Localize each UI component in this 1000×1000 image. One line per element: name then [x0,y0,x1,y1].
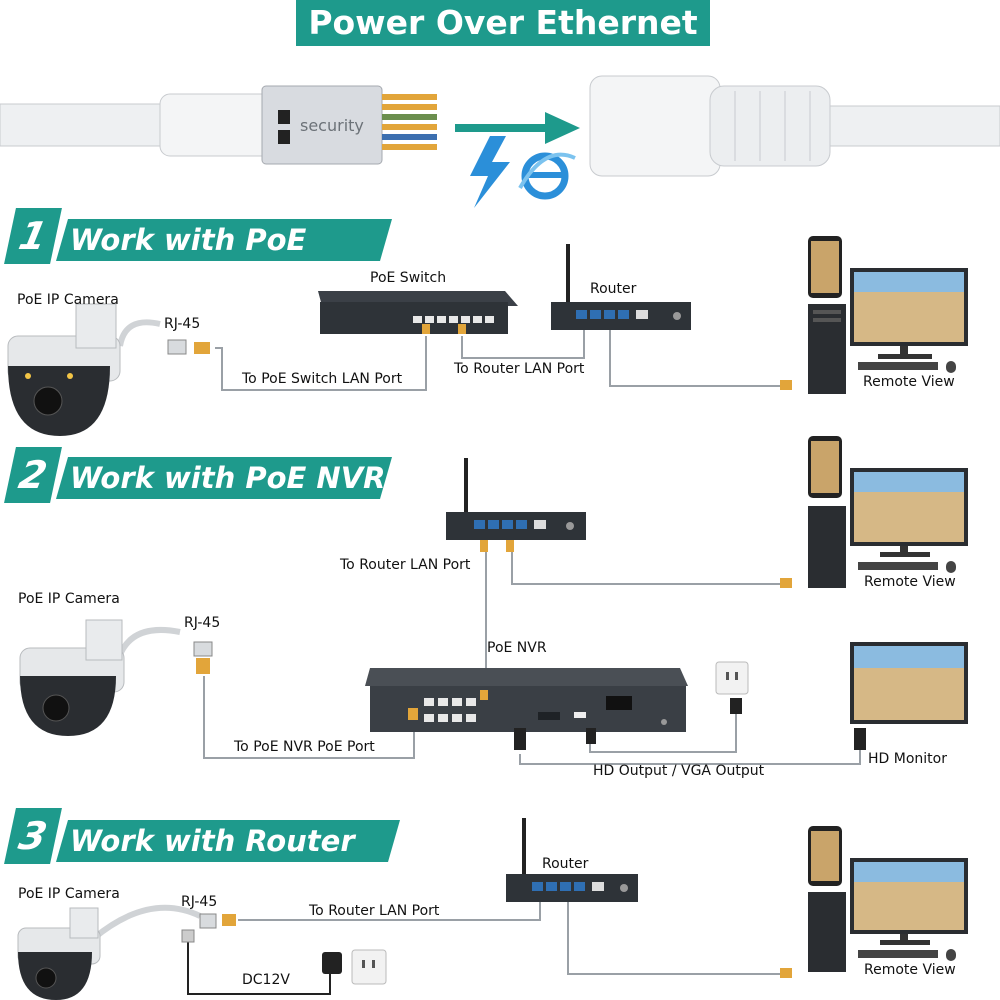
section-3-title: Work with Router [56,820,400,862]
remote-view-devices [780,236,968,394]
section-1-diagram [7,236,968,436]
router-label: Router [590,281,637,297]
camera-label: PoE IP Camera [18,886,120,902]
dc12v-label: DC12V [242,972,290,988]
camera-device [7,303,121,436]
cables [238,902,780,975]
cables [203,552,861,765]
rj45-label: RJ-45 [181,894,218,910]
router-device [446,458,586,552]
to-switch-label: To PoE Switch LAN Port [242,371,403,387]
nvr-device [365,668,688,732]
section-2-title: Work with PoE NVR [56,457,392,499]
camera-label: PoE IP Camera [18,591,120,607]
page-title: Power Over Ethernet [296,0,710,46]
to-router-label: To Router LAN Port [340,557,471,573]
poe-switch-device [318,291,518,334]
plug-contacts [382,94,437,150]
hd-monitor-label: HD Monitor [868,751,947,767]
power-outlet-icon [351,949,387,985]
poe-nvr-label: PoE NVR [487,640,547,656]
remote-view-label: Remote View [863,374,955,390]
plug-brand-text: security [300,116,364,135]
hd-monitor-device [850,642,968,750]
arrow-right-icon [455,112,580,144]
hd-output-label: HD Output / VGA Output [593,763,765,779]
poe-switch-label: PoE Switch [370,270,447,286]
to-router-label: To Router LAN Port [454,361,585,377]
cables [215,324,780,391]
camera-label: PoE IP Camera [17,292,119,308]
rj45-label: RJ-45 [184,615,221,631]
section-3-diagram [17,818,968,1000]
camera-device [19,619,125,736]
lightning-icon [470,136,510,208]
router-device [551,244,691,330]
remote-view-label: Remote View [864,962,956,978]
remote-view-devices [780,436,968,588]
to-nvr-label: To PoE NVR PoE Port [234,739,375,755]
remote-view-label: Remote View [864,574,956,590]
power-adapter-icon [322,952,342,974]
rj45-label: RJ-45 [164,316,201,332]
power-outlet-icon [715,661,749,695]
section-2-diagram [19,436,968,765]
poe-cable-illustration: security [0,75,1000,208]
router-device [506,818,638,902]
to-router-label: To Router LAN Port [309,903,440,919]
remote-view-devices [780,826,968,978]
ie-icon [518,152,576,200]
camera-device [17,907,101,1000]
router-label: Router [542,856,589,872]
